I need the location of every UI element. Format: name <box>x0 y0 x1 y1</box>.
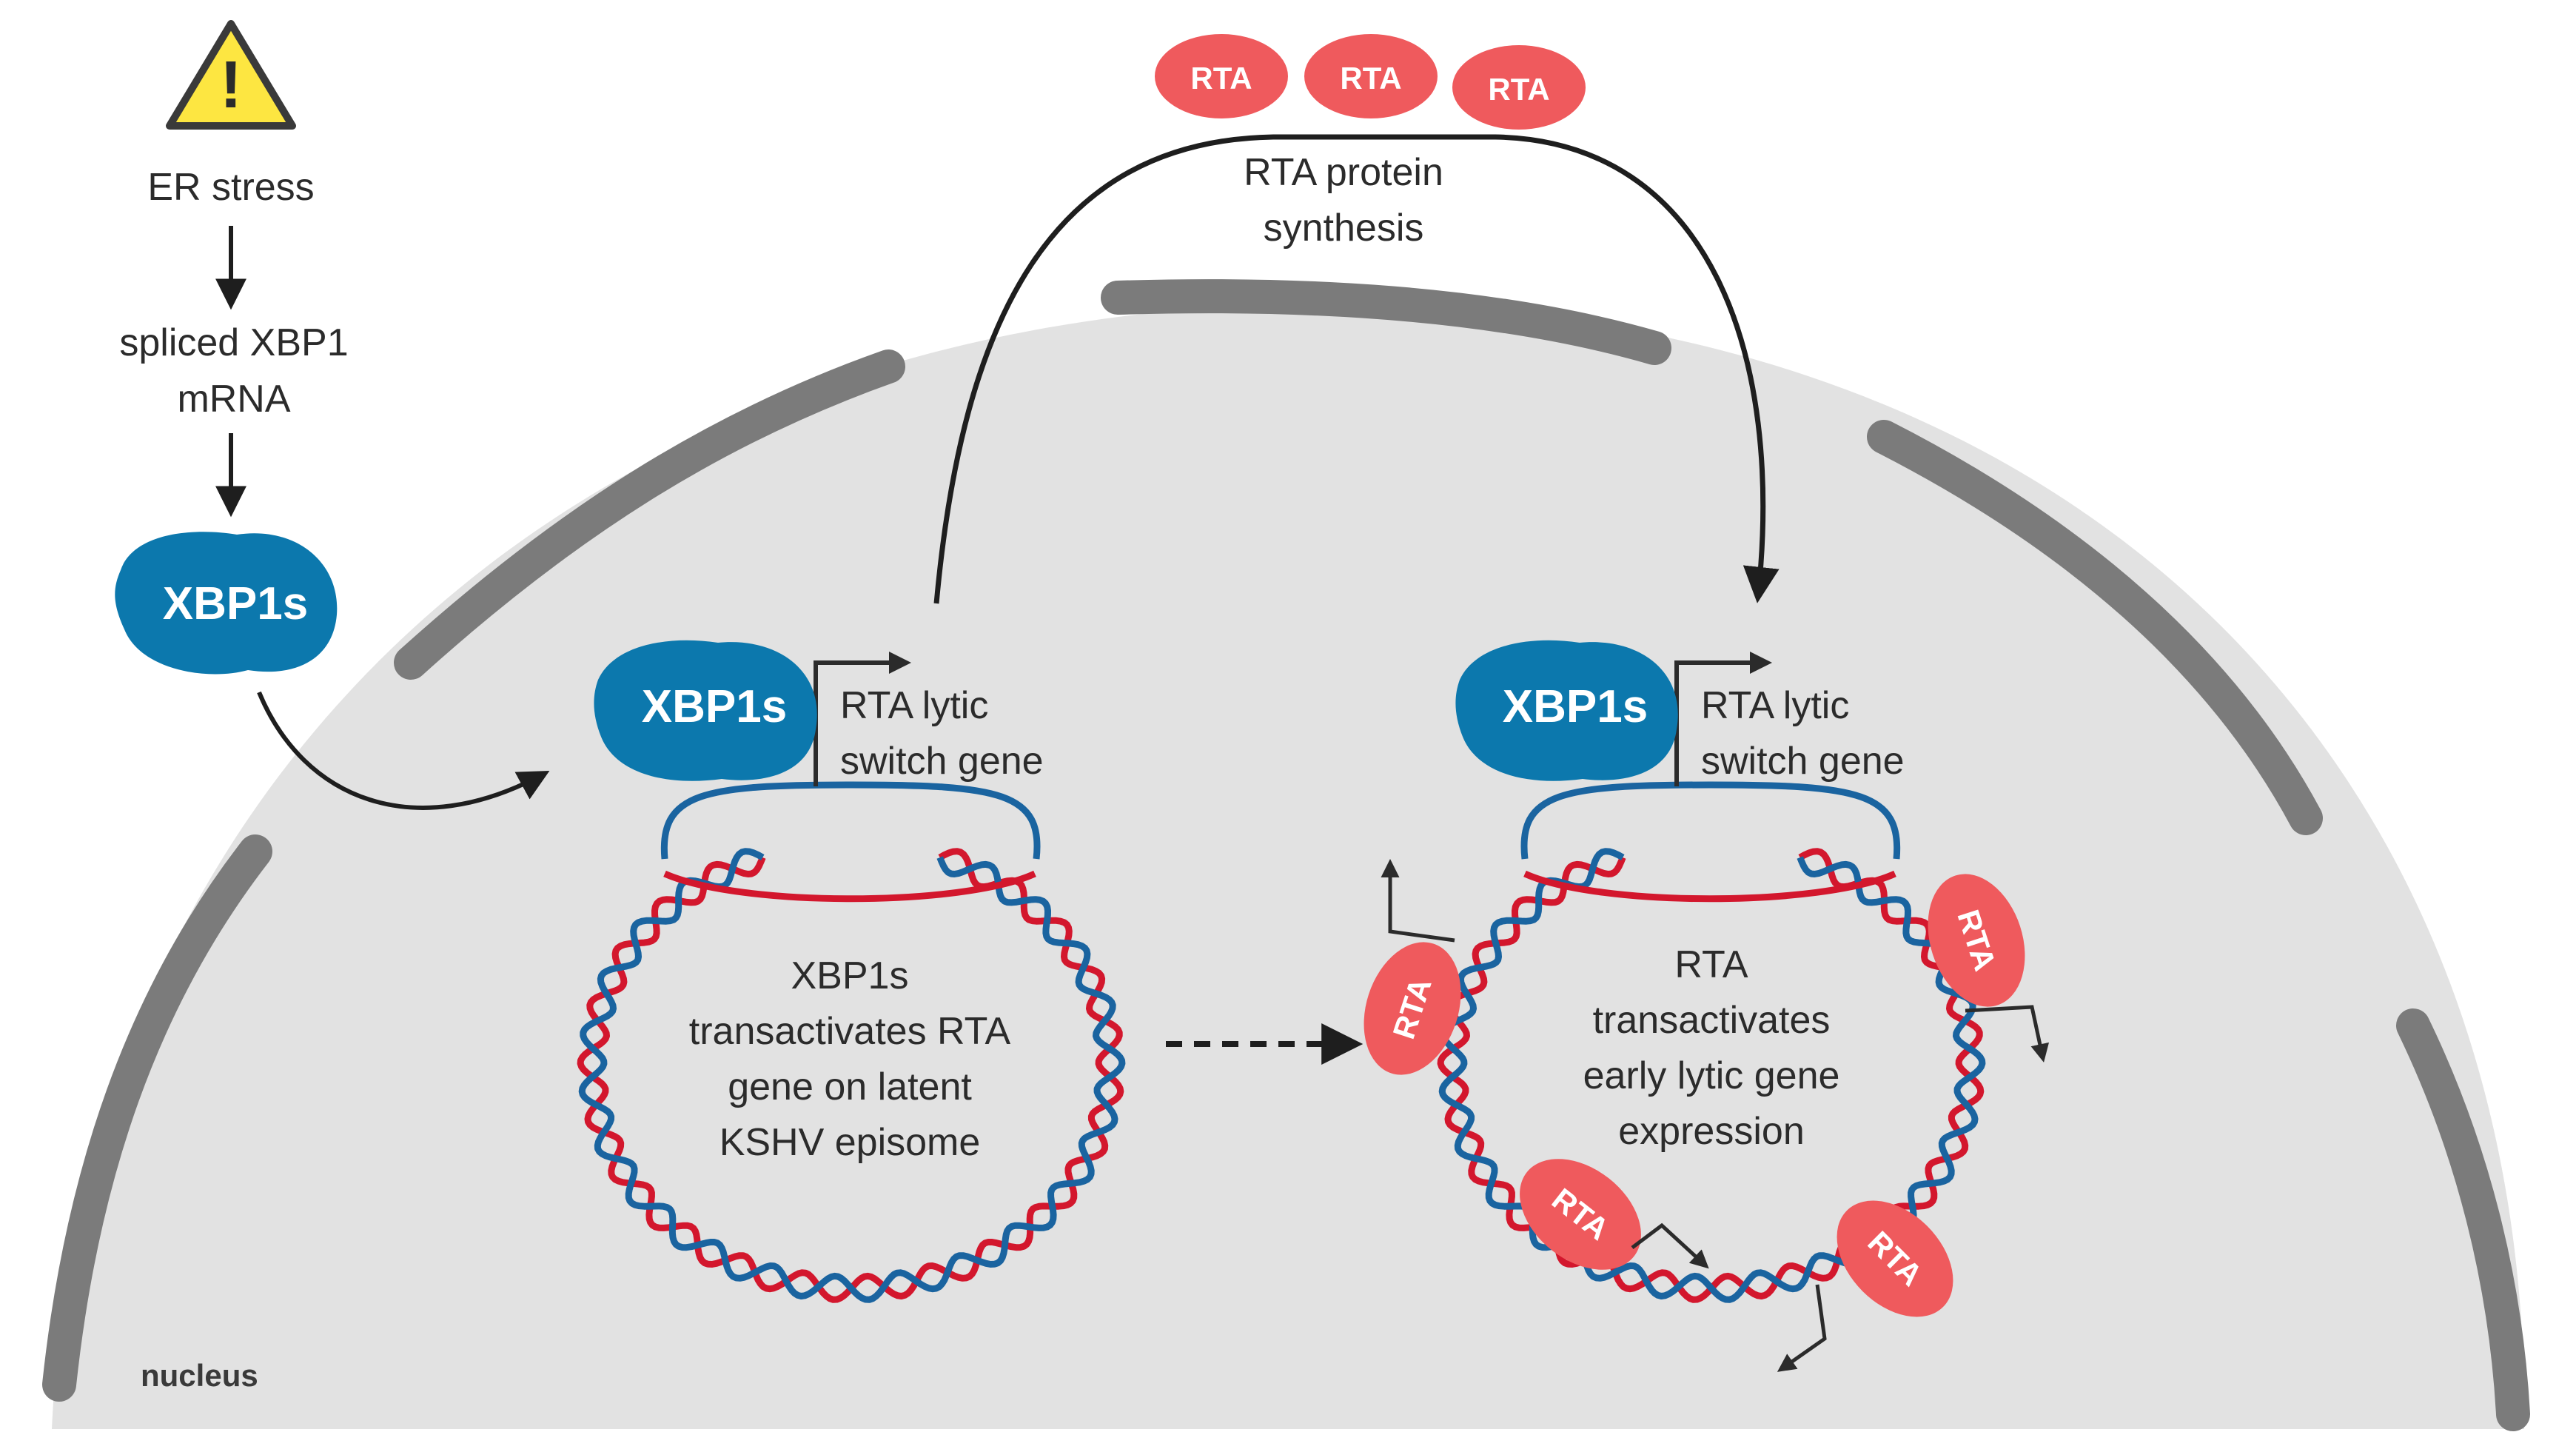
envelope-segment <box>394 349 905 680</box>
rta-protein-cytoplasm: RTA <box>1155 34 1288 118</box>
rta-protein-bound: RTA <box>1928 874 2025 1007</box>
rta-lytic-label: RTA lytic <box>840 684 988 727</box>
synthesis-label: synthesis <box>1264 207 1424 250</box>
arrow-xbp1s-into-nucleus <box>257 691 550 810</box>
rta-protein-label: RTA protein <box>1244 151 1443 194</box>
xbp1s-label: XBP1s <box>1503 681 1648 732</box>
episome-latent: RTA lytic switch gene XBP1s XBP1s transa… <box>577 640 1126 1303</box>
dna-strand-blue <box>578 848 1126 1303</box>
switch-gene-label: switch gene <box>840 740 1044 783</box>
right-episome-text-1: RTA <box>1674 943 1748 986</box>
arrow-rta-synthesis-loop <box>933 134 1780 604</box>
rta-protein-bound: RTA <box>1364 942 1461 1075</box>
rta-label: RTA <box>1488 72 1549 107</box>
lytic-gene-arrow <box>1631 1222 1709 1269</box>
er-stress-label: ER stress <box>147 166 314 209</box>
right-episome-text-4: expression <box>1618 1110 1804 1153</box>
xbp1s-protein-free: XBP1s <box>115 532 338 675</box>
envelope-segment <box>42 834 272 1402</box>
xbp1s-label: XBP1s <box>642 681 787 732</box>
left-episome-text-2: transactivates RTA <box>689 1010 1011 1053</box>
lytic-gene-arrow <box>1965 1005 2050 1063</box>
episome-lytic: RTA lytic switch gene XBP1s RTA transact… <box>1364 640 2050 1372</box>
xbp1s-protein-bound: XBP1s <box>1455 640 1678 781</box>
rta-lytic-label: RTA lytic <box>1701 684 1849 727</box>
right-episome-text-2: transactivates <box>1593 999 1831 1042</box>
dna-bubble-red <box>663 870 1036 903</box>
dna-bubble-red <box>1523 870 1896 903</box>
lytic-gene-arrow <box>1381 859 1455 943</box>
nucleus-body <box>52 304 2525 1429</box>
rta-label: RTA <box>1340 61 1401 96</box>
xbp1s-protein-bound: XBP1s <box>594 640 817 781</box>
left-episome-text-1: XBP1s <box>791 954 909 997</box>
dna-bubble-blue <box>660 781 1041 860</box>
warning-mark: ! <box>220 48 242 122</box>
envelope-segment <box>1101 279 1671 365</box>
envelope-segment <box>2396 1008 2530 1431</box>
warning-icon: ! <box>166 20 296 130</box>
rta-protein-bound: RTA <box>1837 1200 1953 1317</box>
nucleus-label: nucleus <box>141 1358 258 1393</box>
xbp1s-label: XBP1s <box>163 578 308 629</box>
envelope-segment <box>1867 420 2323 835</box>
spliced-xbp1-label: spliced XBP1 <box>119 321 348 364</box>
nuclear-envelope <box>42 279 2530 1431</box>
rta-protein-bound: RTA <box>1520 1159 1641 1270</box>
rta-label: RTA <box>1190 61 1252 96</box>
mrna-label: mRNA <box>177 378 290 421</box>
promoter-arrow <box>1674 652 1772 786</box>
right-episome-text-3: early lytic gene <box>1583 1054 1840 1097</box>
rta-protein-cytoplasm: RTA <box>1304 34 1438 118</box>
rta-protein-cytoplasm: RTA <box>1452 45 1586 130</box>
left-episome-text-4: KSHV episome <box>720 1121 981 1164</box>
switch-gene-label: switch gene <box>1701 740 1905 783</box>
promoter-arrow <box>814 652 911 786</box>
lytic-gene-arrow <box>1777 1284 1827 1372</box>
left-episome-text-3: gene on latent <box>728 1065 972 1108</box>
dna-bubble-blue <box>1520 781 1901 860</box>
